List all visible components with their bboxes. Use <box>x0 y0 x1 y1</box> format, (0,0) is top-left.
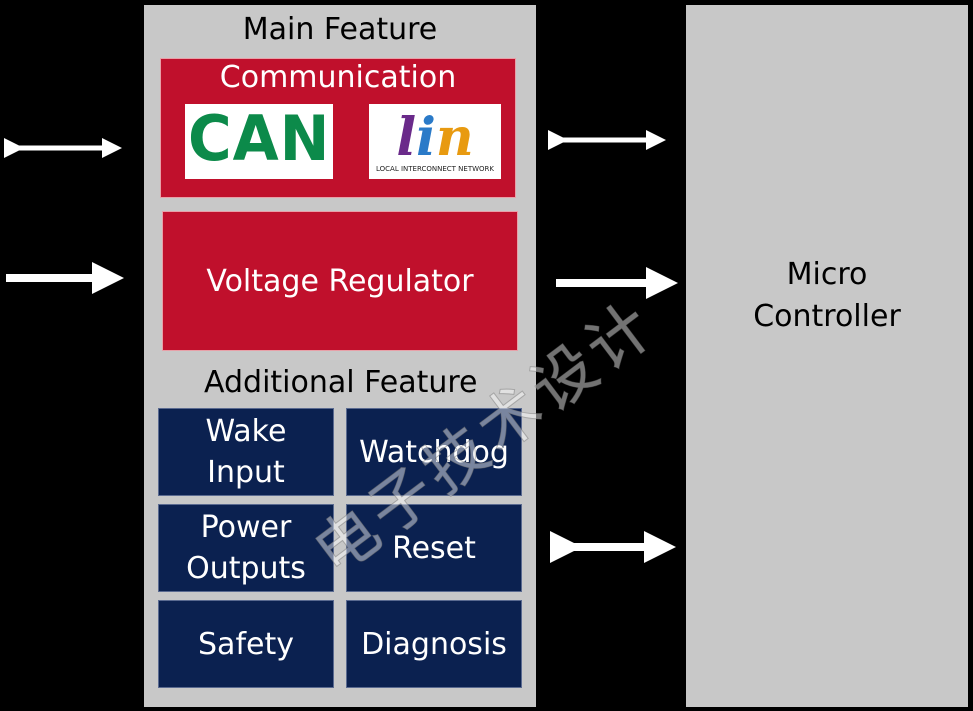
communication-title: Communication <box>219 60 457 95</box>
can-logo-text: CAN <box>187 102 331 175</box>
feature-wake-input: Wake Input <box>158 408 334 496</box>
communication-box: Communication CAN lin LOCAL INTERCONNECT… <box>160 58 516 198</box>
feature-power-outputs: Power Outputs <box>158 504 334 592</box>
feature-watchdog: Watchdog <box>346 408 522 496</box>
additional-feature-heading: Additional Feature <box>204 365 478 400</box>
microcontroller-block: Micro Controller <box>686 5 968 707</box>
main-feature-heading: Main Feature <box>242 12 438 47</box>
feature-safety: Safety <box>158 600 334 688</box>
voltage-regulator-label: Voltage Regulator <box>206 263 474 299</box>
microcontroller-label: Micro Controller <box>753 257 901 334</box>
lin-logo: lin LOCAL INTERCONNECT NETWORK <box>369 104 501 179</box>
feature-diagnosis: Diagnosis <box>346 600 522 688</box>
can-logo: CAN <box>185 104 333 179</box>
voltage-regulator-box: Voltage Regulator <box>162 211 518 351</box>
feature-reset: Reset <box>346 504 522 592</box>
lin-logo-subtext: LOCAL INTERCONNECT NETWORK <box>376 165 494 173</box>
lin-logo-text: lin <box>396 107 474 168</box>
